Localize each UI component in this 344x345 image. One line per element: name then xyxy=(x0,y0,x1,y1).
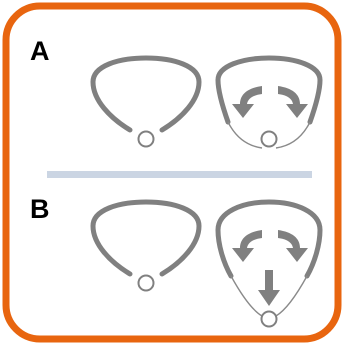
bead-circle xyxy=(260,130,278,148)
closed-loop-with-inward-arrows-icon xyxy=(215,55,323,149)
bead-circle xyxy=(137,130,155,148)
open-loop-icon xyxy=(90,199,202,292)
open-loop-icon xyxy=(90,55,202,148)
curved-arrow-right-icon xyxy=(278,230,308,262)
panel-label-a: A xyxy=(30,36,50,66)
bead-circle xyxy=(137,274,155,292)
curved-arrow-right-icon xyxy=(278,86,308,118)
closed-loop-with-down-arrow-icon xyxy=(215,199,323,328)
curved-arrow-left-icon xyxy=(232,86,262,118)
curved-arrow-left-icon xyxy=(232,230,262,262)
bead-circle xyxy=(260,310,278,328)
section-divider xyxy=(47,171,312,178)
down-arrow-icon xyxy=(258,270,280,306)
panel-label-b: B xyxy=(30,194,50,224)
outer-frame xyxy=(2,2,342,343)
